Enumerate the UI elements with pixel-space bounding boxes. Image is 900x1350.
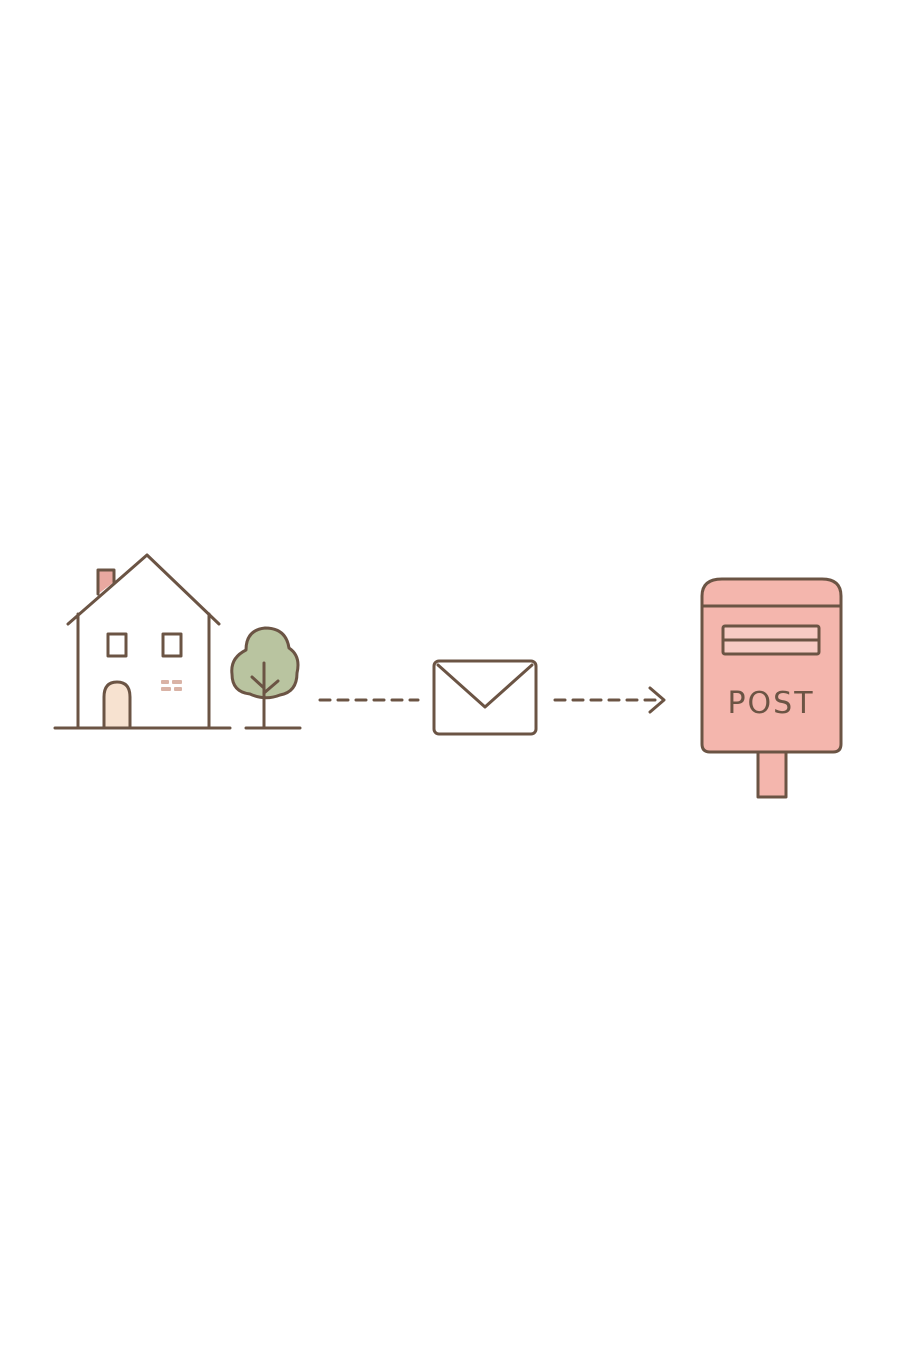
chimney bbox=[96, 568, 116, 596]
envelope-flap bbox=[436, 663, 534, 709]
roof bbox=[66, 553, 221, 626]
envelope-icon bbox=[432, 659, 538, 736]
tree-trunk bbox=[250, 661, 280, 730]
house-icon bbox=[53, 553, 232, 730]
postbox-icon: POST bbox=[700, 577, 843, 799]
brick-marks bbox=[161, 680, 182, 691]
dashed-arrow-right bbox=[553, 686, 666, 714]
house-window-left bbox=[106, 632, 128, 658]
postbox-label: POST bbox=[727, 686, 814, 721]
house-window-right bbox=[161, 632, 183, 658]
tree-icon bbox=[230, 626, 302, 730]
postbox-stand bbox=[756, 749, 788, 799]
arrow-head bbox=[648, 686, 666, 714]
postbox-body bbox=[700, 577, 843, 754]
house-door bbox=[102, 680, 132, 730]
